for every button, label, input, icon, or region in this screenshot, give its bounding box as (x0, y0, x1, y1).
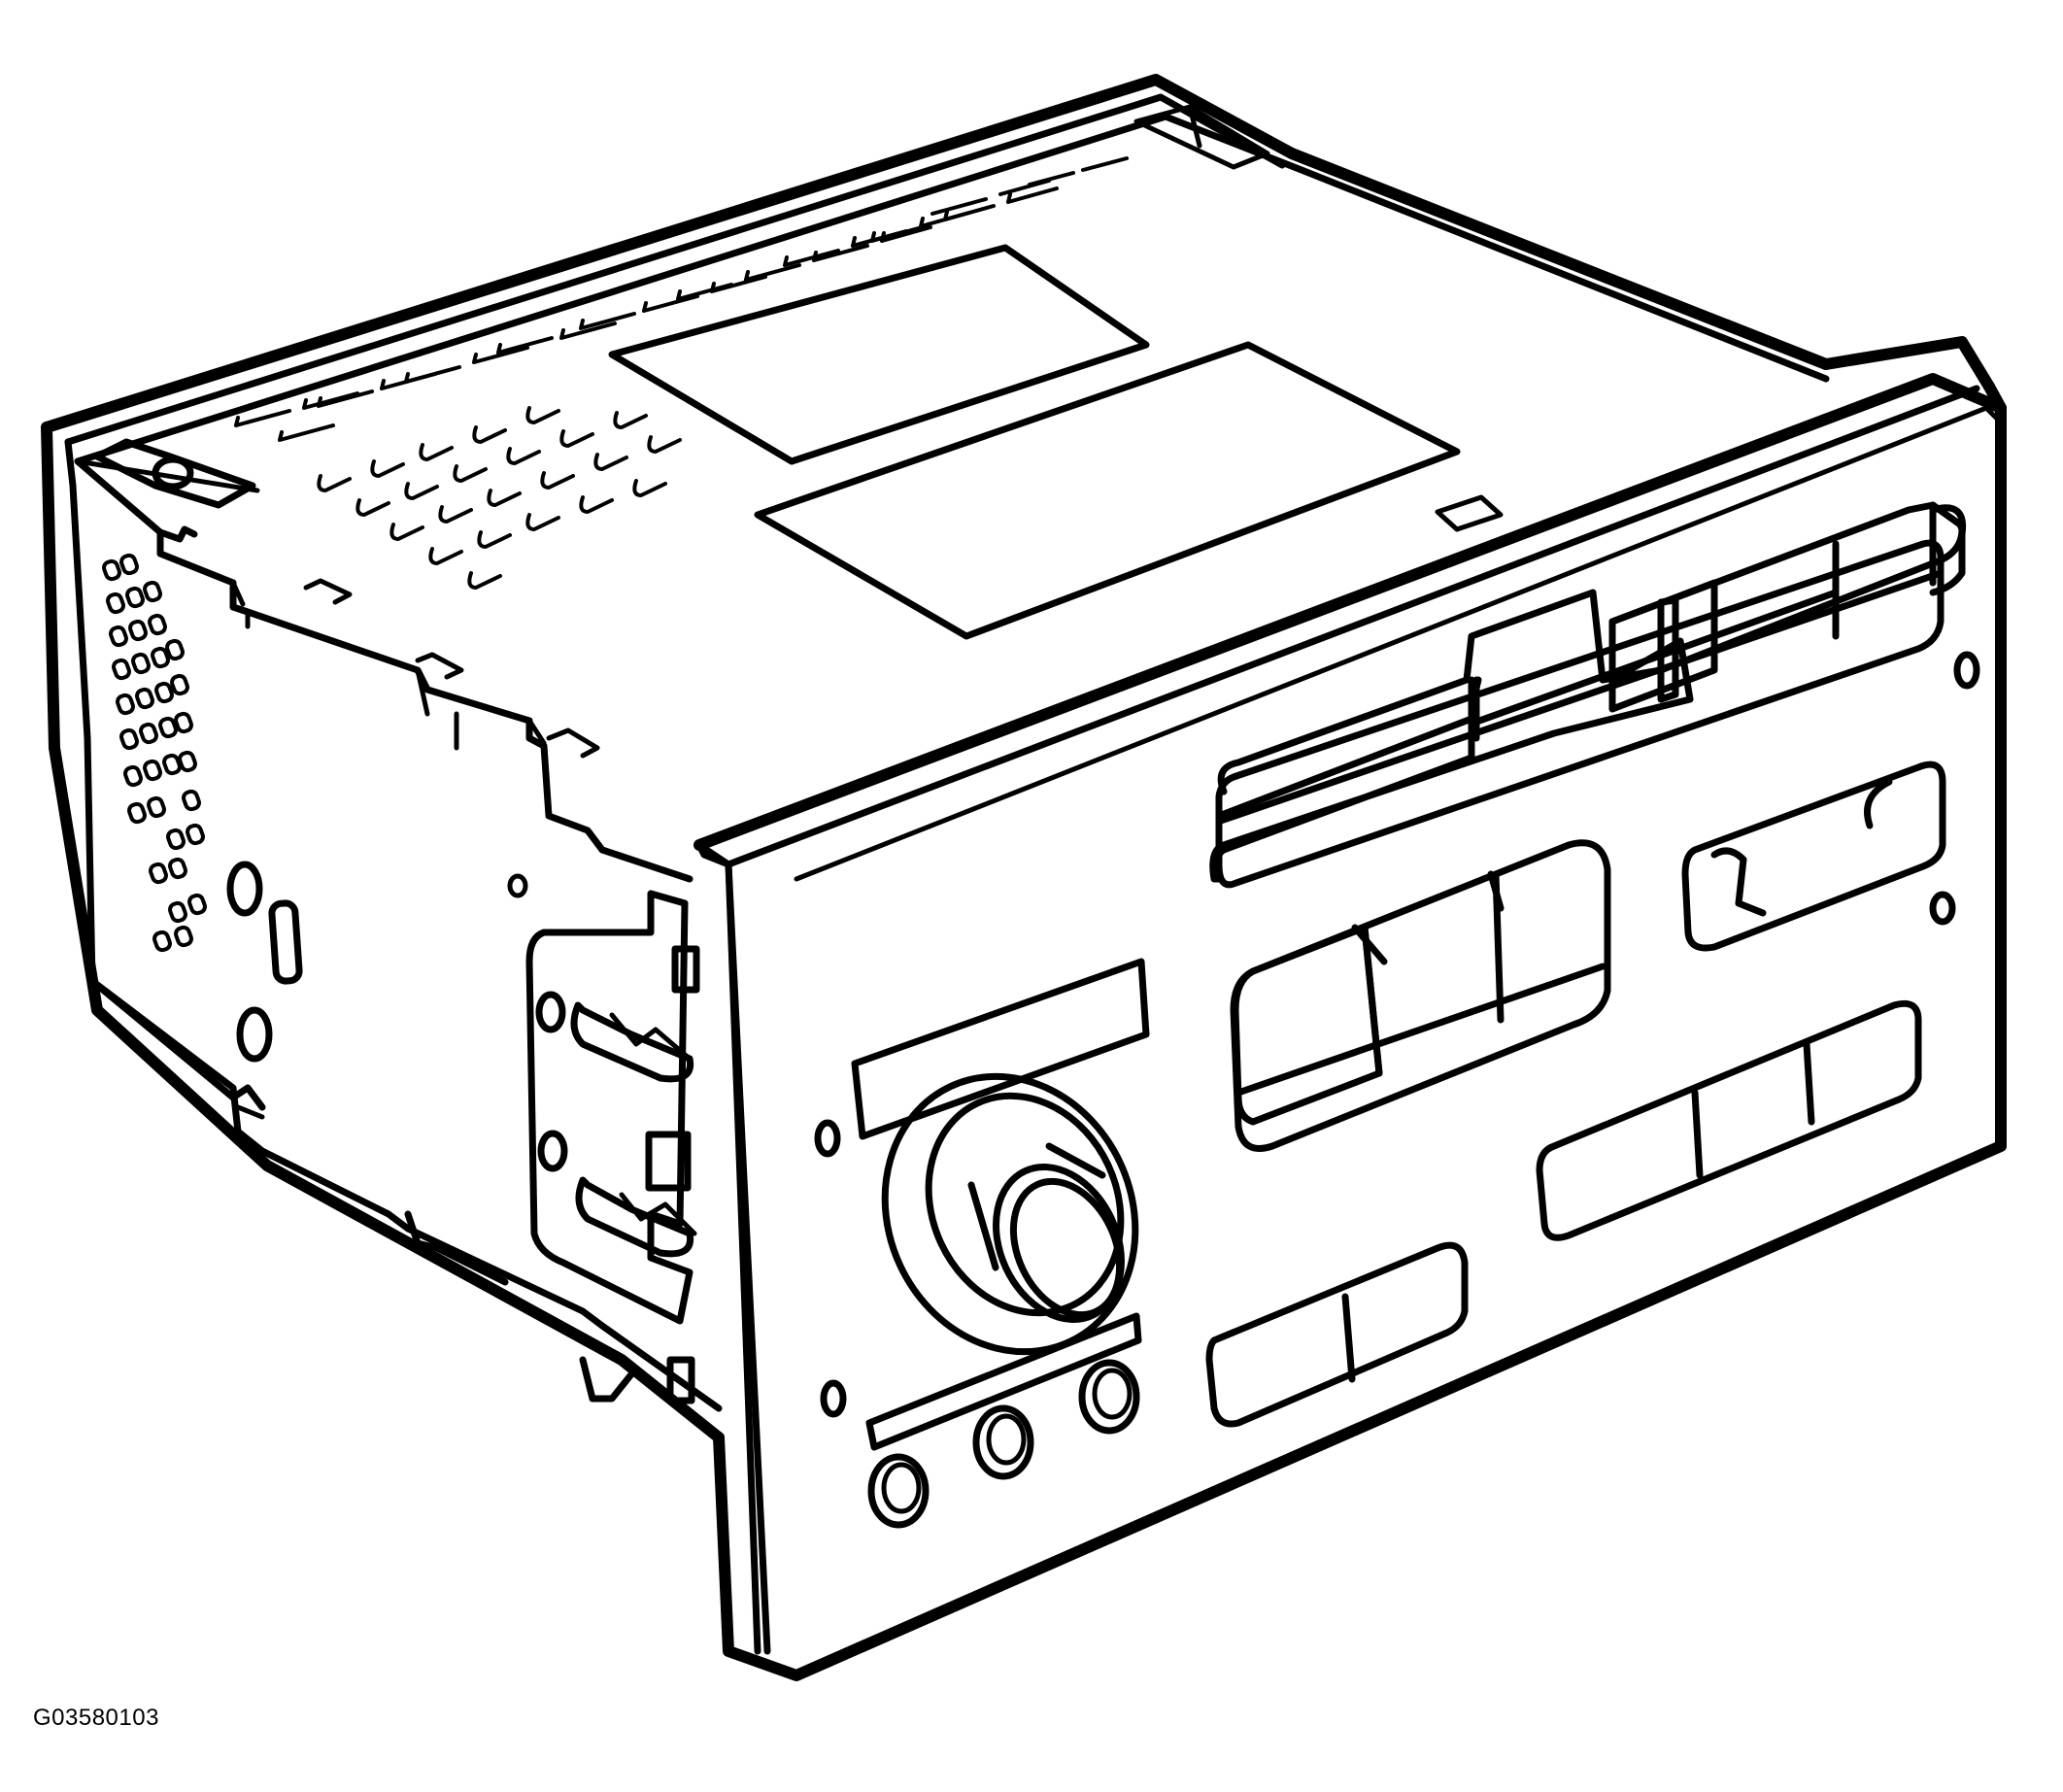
faceplate-screw-icon (1953, 651, 1980, 690)
top-label-front (754, 341, 1461, 640)
round-button-3[interactable] (1078, 1359, 1140, 1435)
band-button[interactable] (1205, 1241, 1469, 1428)
top-panel (64, 93, 1830, 640)
faceplate-screw-icon (1929, 891, 1956, 926)
faceplate (693, 373, 2007, 1655)
small-controls (814, 1119, 1142, 1529)
rear-panel (64, 438, 303, 1111)
display-area (851, 539, 1946, 1140)
round-button-2[interactable] (972, 1404, 1034, 1480)
volume-knob-bezel-icon (881, 1072, 1139, 1356)
preset-buttons (1230, 839, 1611, 1152)
scan-button[interactable] (1681, 761, 1946, 952)
top-label-rear (608, 244, 1150, 465)
faceplate-screw-icon (820, 1379, 847, 1418)
volume-knob[interactable] (840, 1035, 1179, 1393)
figure-id-label: G03580103 (33, 1705, 159, 1731)
rear-corner-tab (1133, 104, 1270, 170)
preset-button-1[interactable] (1232, 924, 1383, 1126)
rear-vent-holes (102, 553, 207, 953)
seek-button-bar[interactable] (1215, 539, 1945, 889)
round-button-1[interactable] (867, 1453, 930, 1529)
faceplate-screw-icon (814, 1119, 841, 1158)
tone-button-bar[interactable] (1536, 999, 1922, 1241)
cassette-door[interactable] (1608, 579, 1718, 713)
corner-screw-icon (152, 456, 194, 490)
top-vent-slots (234, 156, 1129, 590)
display-window (851, 958, 1150, 1140)
rear-mount-hole-icon (226, 861, 263, 917)
lower-buttons (1205, 999, 1922, 1428)
side-panel (74, 457, 723, 1412)
rear-mount-hole-icon (236, 1006, 273, 1063)
top-small-slot (1435, 494, 1504, 532)
label-strip (865, 1312, 1142, 1451)
